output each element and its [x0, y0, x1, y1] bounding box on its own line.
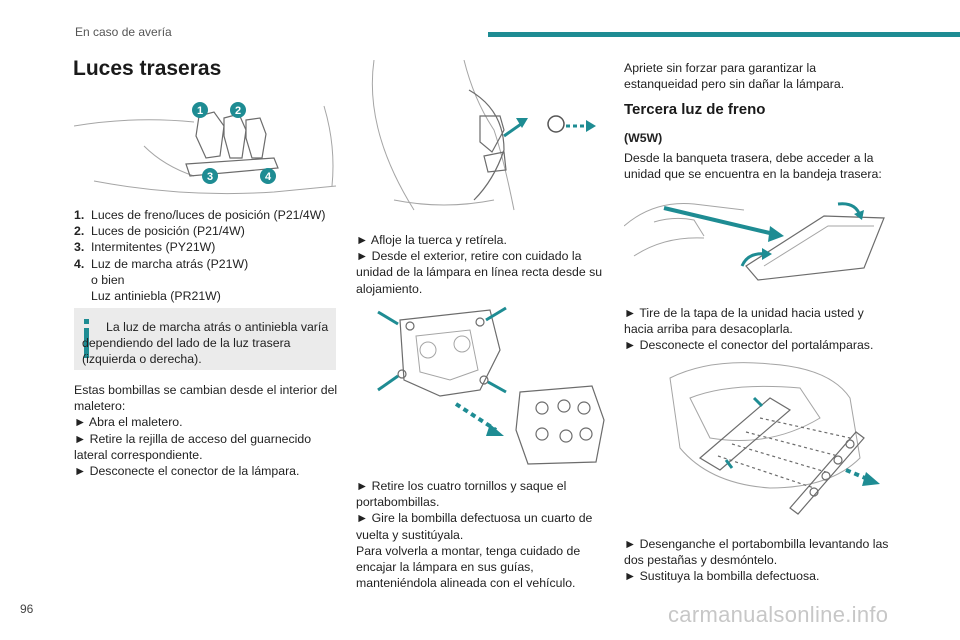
list-item: 3.Intermitentes (PY21W) [74, 240, 216, 255]
col3-instructions-2: ► Tire de la tapa de la unidad hacia ust… [624, 306, 874, 353]
bulb-holder-figure [669, 362, 880, 515]
page-number: 96 [20, 602, 34, 616]
lamp-unit-figure [377, 306, 605, 465]
info-icon [84, 319, 89, 358]
list-item: 1.Luces de freno/luces de posición (P21/… [74, 208, 326, 222]
col2-instructions-2: ► Retire los cuatro tornillos y saque el… [356, 479, 593, 591]
info-note-text: La luz de marcha atrás o antiniebla varí… [82, 320, 329, 367]
bulb-type-label: (W5W) [624, 131, 663, 145]
col1-instructions: Estas bombillas se cambian desde el inte… [74, 383, 338, 479]
callout-2: 2 [230, 102, 246, 118]
info-note: La luz de marcha atrás o antiniebla varí… [74, 308, 336, 370]
callout-3: 3 [202, 168, 218, 184]
svg-text:1: 1 [197, 105, 203, 117]
svg-text:3: 3 [207, 171, 213, 183]
section-header: En caso de avería [75, 25, 172, 39]
col3-instructions-3: ► Desenganche el portabombilla levantand… [624, 537, 889, 584]
svg-text:2: 2 [235, 105, 241, 117]
list-item: 4. Luz de marcha atrás (P21W) o bien Luz… [74, 256, 249, 304]
svg-text:4: 4 [265, 171, 272, 183]
bulb-list: 1.Luces de freno/luces de posición (P21/… [74, 207, 336, 304]
watermark: carmanualsonline.info [668, 602, 889, 627]
callout-4: 4 [260, 168, 276, 184]
header-accent-bar [488, 32, 960, 37]
rear-lamp-figure: 1 2 3 4 [74, 102, 337, 195]
trunk-nut-figure [371, 60, 596, 211]
callout-1: 1 [192, 102, 208, 118]
page-title: Luces traseras [73, 57, 222, 80]
list-item: 2.Luces de posición (P21/4W) [74, 224, 245, 239]
col2-instructions-1: ► Afloje la tuerca y retírela. ► Desde e… [356, 233, 603, 296]
col3-intro: Apriete sin forzar para garantizar la es… [624, 61, 845, 92]
col3-access-text: Desde la banqueta trasera, debe acceder … [624, 151, 882, 182]
subsection-title: Tercera luz de freno [624, 101, 766, 118]
third-brake-light-figure [624, 202, 885, 281]
